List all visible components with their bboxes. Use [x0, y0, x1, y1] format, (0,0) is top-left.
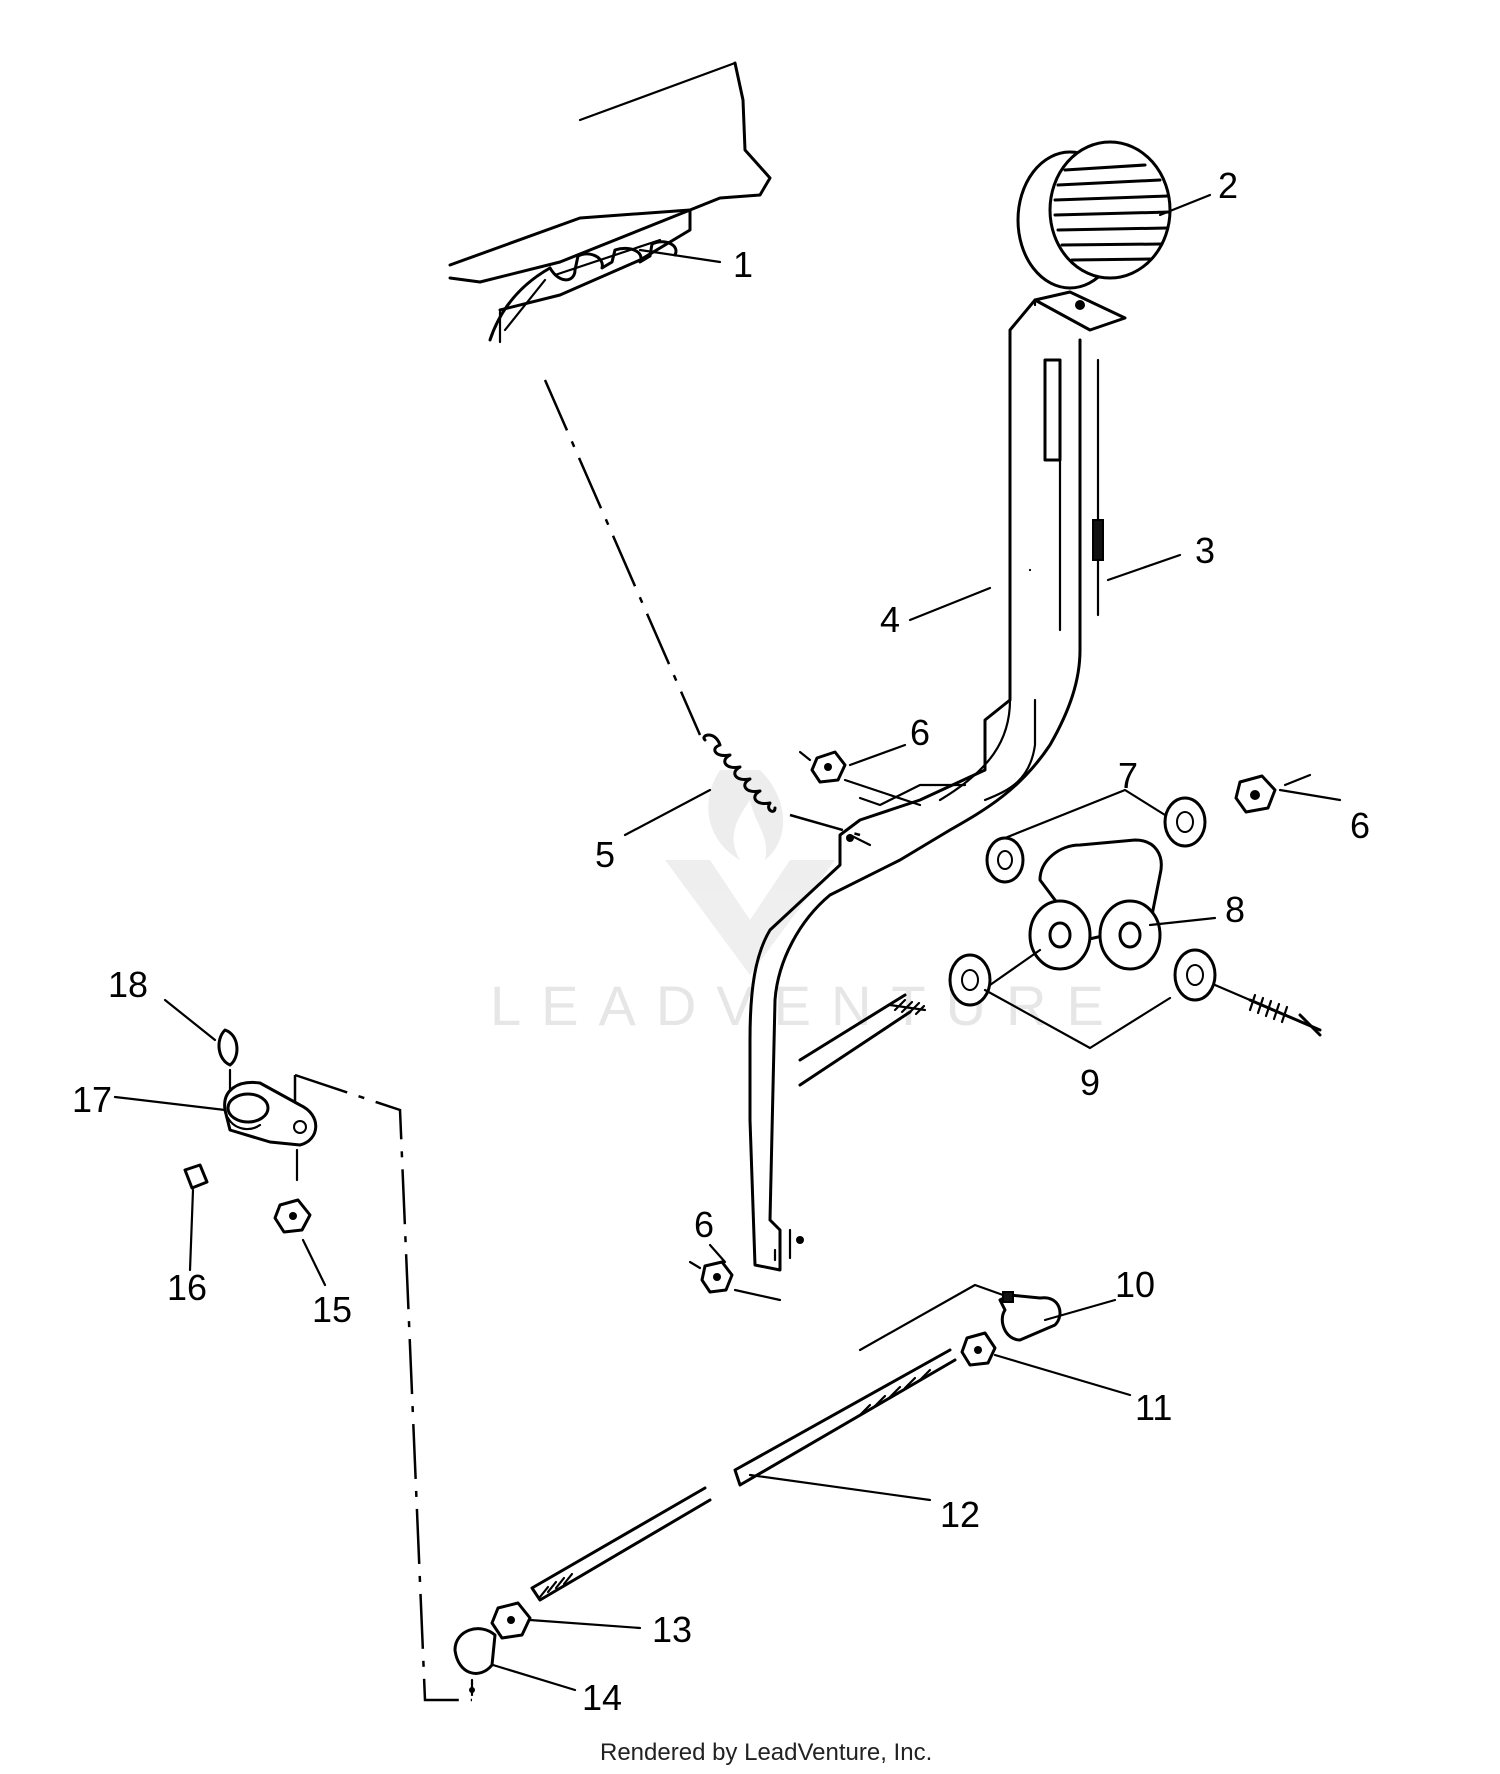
washer-part-7-left: [985, 836, 1025, 884]
callout-14: 14: [582, 1677, 622, 1718]
callout-18: 18: [108, 964, 148, 1005]
pin-part-16: [183, 1163, 209, 1190]
watermark: LEADVENTURE: [490, 770, 1124, 1037]
callout-2: 2: [1218, 165, 1238, 206]
rod-part-12: [530, 1348, 957, 1602]
group-leaders: [983, 788, 1172, 1050]
washer-part-9-left: [948, 953, 992, 1007]
nut-part-6-right: [1234, 773, 1312, 814]
watermark-logo-icon: [665, 770, 835, 975]
callout-6b: 6: [1350, 805, 1370, 846]
callout-6a: 6: [910, 712, 930, 753]
nut-part-13: [490, 1601, 532, 1640]
spring-part-5: [543, 379, 861, 837]
callout-labels: 1 2 3 4 5 6 6 6 7 8 9 10 11 12 13 14 15 …: [72, 165, 1370, 1718]
connection-line: [293, 1073, 472, 1702]
callout-3: 3: [1195, 530, 1215, 571]
clip-part-18: [217, 1028, 239, 1067]
nut-part-11: [960, 1331, 997, 1367]
nut-part-6-lower: [688, 1260, 782, 1302]
callout-10: 10: [1115, 1264, 1155, 1305]
pivot-shaft: [798, 948, 1322, 1087]
callout-17: 17: [72, 1079, 112, 1120]
callout-9: 9: [1080, 1062, 1100, 1103]
callout-15: 15: [312, 1289, 352, 1330]
callout-1: 1: [733, 244, 753, 285]
nut-part-15: [273, 1198, 312, 1234]
floor-panel-part-1: [448, 61, 772, 344]
callout-6c: 6: [694, 1204, 714, 1245]
render-credit: Rendered by LeadVenture, Inc.: [600, 1739, 932, 1766]
callout-16: 16: [167, 1267, 207, 1308]
pin-part-3: [1092, 358, 1104, 617]
callout-11: 11: [1135, 1387, 1172, 1428]
pedal-pad-part-2: [1016, 140, 1172, 290]
ball-joint-part-14: [453, 1627, 497, 1697]
callout-7: 7: [1118, 755, 1138, 796]
watermark-text: LEADVENTURE: [490, 974, 1124, 1037]
callout-leaders: [113, 193, 1342, 1692]
washer-part-7-right: [1163, 796, 1207, 848]
callout-5: 5: [595, 834, 615, 875]
callout-8: 8: [1225, 889, 1245, 930]
callout-12: 12: [940, 1494, 980, 1535]
pedal-arm-part-4: [748, 290, 1127, 1272]
nut-part-6-upper: [798, 750, 922, 807]
bushing-part-8: [1028, 838, 1163, 971]
callout-4: 4: [880, 599, 900, 640]
ball-joint-part-10: [858, 1283, 1062, 1352]
callout-13: 13: [652, 1609, 692, 1650]
bracket-part-17: [223, 1068, 318, 1182]
washer-part-9-right: [1173, 948, 1217, 1002]
